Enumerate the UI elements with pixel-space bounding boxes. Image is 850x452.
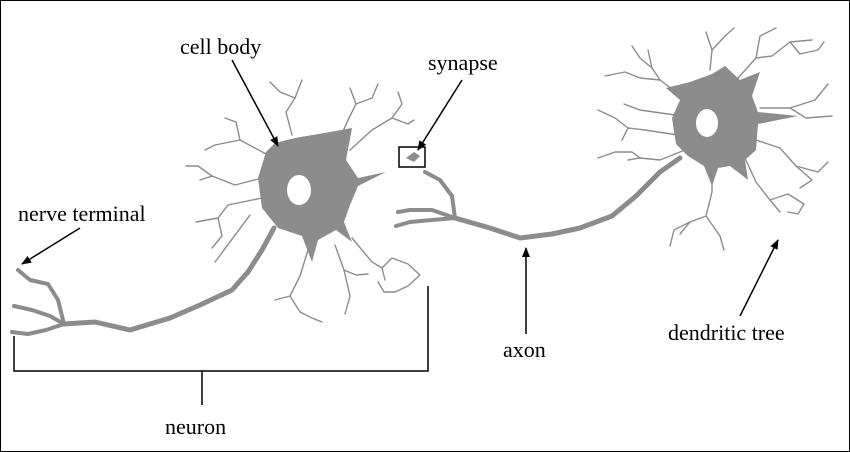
cell-body-label: cell body — [180, 34, 261, 59]
left-axon — [61, 225, 277, 333]
left-dendrites — [185, 79, 421, 323]
nerve-terminal-label: nerve terminal — [18, 201, 146, 226]
dendritic-tree-label: dendritic tree — [668, 320, 785, 345]
right-cell-body — [666, 66, 798, 186]
left-nerve-terminals — [10, 268, 66, 336]
left-neuron — [10, 79, 421, 336]
right-dendrites — [597, 27, 833, 251]
right-neuron — [597, 27, 833, 251]
synapse-box — [398, 146, 426, 168]
neuron-bracket — [13, 286, 429, 372]
nerve-terminal-arrow — [21, 227, 81, 265]
synapse-terminals — [394, 170, 457, 228]
left-cell-body — [258, 128, 386, 262]
dendritic-tree-arrow — [739, 239, 779, 317]
synapse-label: synapse — [428, 50, 498, 75]
neuron-label: neuron — [165, 414, 226, 439]
axon-label: axon — [503, 337, 546, 362]
cell-body-arrow — [231, 59, 279, 147]
right-axon — [452, 155, 683, 241]
synapse-bouton — [406, 152, 420, 162]
left-nucleus — [287, 175, 311, 205]
right-nucleus — [696, 109, 718, 137]
synapse-arrow — [417, 79, 463, 151]
